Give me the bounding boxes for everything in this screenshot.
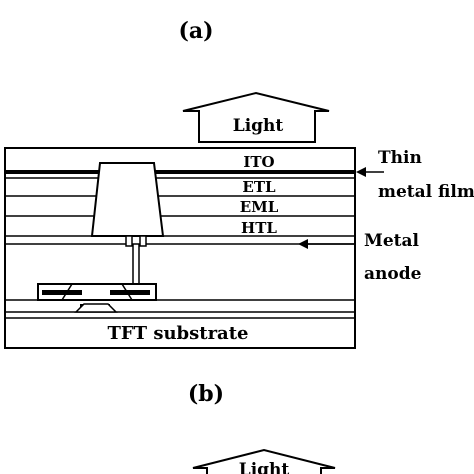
light-label-b: Light xyxy=(239,460,290,474)
layer-htl-label: HTL xyxy=(241,219,277,237)
layer-eml-label: EML xyxy=(240,198,279,216)
device-stack: ITO ETL EML HTL TFT substrate xyxy=(4,147,356,349)
substrate-label: TFT substrate xyxy=(107,323,248,344)
tft-structure xyxy=(37,283,157,313)
metal-label-line1: Metal xyxy=(364,231,420,251)
metal-anode-callout: Metal anode xyxy=(298,231,422,284)
pixel-bank xyxy=(90,162,165,237)
thin-metal-film-callout: Thin metal film xyxy=(356,148,474,202)
light-arrow-b: Light xyxy=(192,448,336,474)
thin-label-line1: Thin xyxy=(378,148,422,168)
via-contact xyxy=(125,235,147,290)
thin-label-line2: metal film xyxy=(378,182,474,202)
light-label: Light xyxy=(233,116,284,136)
metal-label-line2: anode xyxy=(364,264,422,284)
panel-b-label: (b) xyxy=(188,381,224,407)
panel-a-label: (a) xyxy=(178,18,213,44)
light-arrow: Light xyxy=(182,91,330,143)
layer-ito-label: ITO xyxy=(243,153,274,171)
layer-etl-label: ETL xyxy=(242,178,276,196)
